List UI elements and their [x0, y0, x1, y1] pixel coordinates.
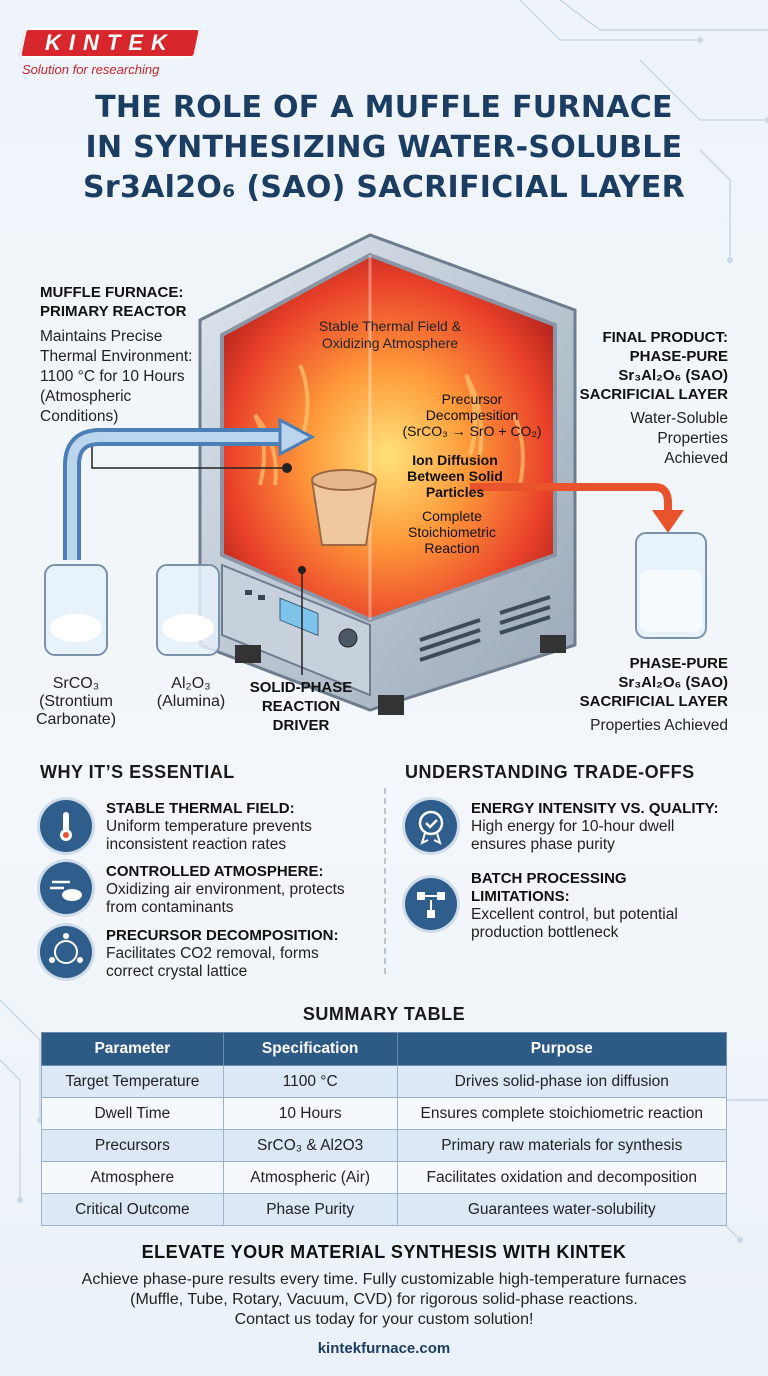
page-title: THE ROLE OF A MUFFLE FURNACE IN SYNTHESI…	[20, 88, 748, 208]
footer-heading: ELEVATE YOUR MATERIAL SYNTHESIS WITH KIN…	[141, 1242, 627, 1262]
tradeoffs-heading: UNDERSTANDING TRADE-OFFS	[405, 762, 695, 782]
summary-table: Parameter Specification Purpose Target T…	[41, 1032, 728, 1226]
column-header: Parameter	[41, 1032, 224, 1066]
process-step-reaction: Complete Stoichiometric Reaction	[408, 508, 496, 556]
reactor-label: MUFFLE FURNACE: PRIMARY REACTOR Maintain…	[40, 284, 193, 425]
essential-list: STABLE THERMAL FIELD: Uniform temperatur…	[40, 800, 385, 985]
process-step-diffusion: Ion Diffusion Between Solid Particles	[407, 452, 503, 500]
precursor-srco3-label: SrCO₃ (Strontium Carbonate)	[35, 675, 117, 728]
footer-text: Achieve phase-pure results every time. F…	[81, 1271, 687, 1328]
column-header: Specification	[222, 1032, 398, 1066]
thermometer-icon	[40, 800, 92, 852]
product-caption: PHASE-PURE Sr₃Al₂O₆ (SAO) SACRIFICIAL LA…	[579, 655, 728, 734]
title-line: IN SYNTHESIZING WATER-SOLUBLE	[85, 130, 683, 165]
column-divider	[384, 788, 386, 974]
kintek-logo[interactable]: KINTEK	[18, 28, 202, 58]
reaction-driver-label: SOLID-PHASE REACTION DRIVER	[249, 679, 353, 734]
website-link[interactable]: kintekfurnace.com	[317, 1340, 451, 1357]
logo-text: KINTEK	[45, 30, 175, 55]
quality-badge-icon	[405, 800, 457, 852]
why-essential-heading: WHY IT’S ESSENTIAL	[40, 762, 235, 782]
thermal-field-label: Stable Thermal Field & Oxidizing Atmosph…	[318, 318, 462, 351]
title-line: Sr3Al2O₆ (SAO) SACRIFICIAL LAYER	[82, 170, 686, 205]
summary-heading: SUMMARY TABLE	[302, 1004, 466, 1024]
final-product-label: FINAL PRODUCT: PHASE-PURE Sr₃Al₂O₆ (SAO)…	[579, 329, 728, 467]
summary-table-wrap: Parameter Specification Purpose Target T…	[41, 1032, 728, 1226]
item-title: STABLE THERMAL FIELD:	[106, 800, 295, 817]
process-flow-icon	[405, 878, 457, 930]
precursor-al2o3-label: Al₂O₃ (Alumina)	[156, 675, 226, 710]
molecule-icon	[40, 926, 92, 978]
wind-cloud-icon	[40, 862, 92, 914]
title-line: THE ROLE OF A MUFFLE FURNACE	[95, 90, 673, 125]
beaker-srco3	[44, 564, 108, 656]
process-step-decomposition: Precursor Decompesition (SrCO₃ → SrO + C…	[402, 391, 542, 439]
logo-tagline: Solution for researching	[22, 62, 160, 77]
column-header: Purpose	[396, 1032, 728, 1066]
furnace-illustration	[44, 233, 707, 715]
table-header-row: Parameter Specification Purpose	[41, 1032, 728, 1066]
tradeoffs-list: ENERGY INTENSITY VS. QUALITY: High energ…	[405, 800, 745, 950]
